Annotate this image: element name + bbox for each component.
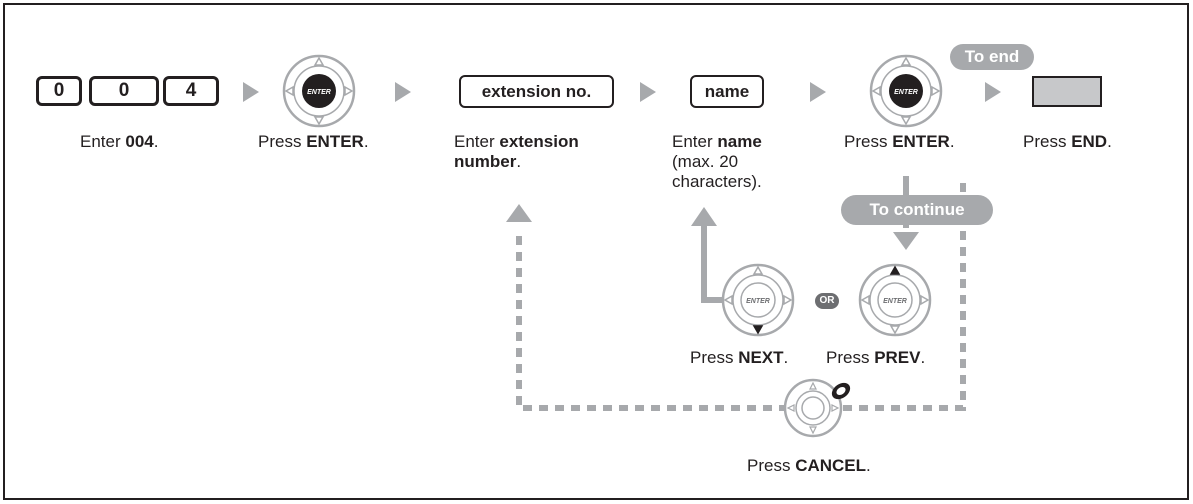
to-end-badge: To end	[950, 44, 1034, 70]
enter-button-icon: ENTER	[869, 54, 943, 128]
next-arrowhead	[691, 207, 717, 226]
cancel-navigator-icon	[783, 378, 843, 438]
step-enter-extension-label: Enter extension number.	[454, 132, 579, 171]
end-key-icon	[1032, 76, 1102, 107]
press-cancel-label: Press CANCEL.	[747, 456, 871, 475]
cancel-return-path	[516, 176, 966, 411]
extension-number-box: extension no.	[459, 75, 614, 108]
digit-key: 0	[89, 76, 159, 106]
press-prev-label: Press PREV.	[826, 348, 926, 367]
enter-button-text: ENTER	[746, 298, 770, 305]
step-enter-004-label: Enter 004.	[80, 132, 159, 151]
continue-arrowhead	[893, 232, 919, 250]
cancel-key-icon	[831, 382, 851, 400]
arrow-right-icon	[640, 82, 656, 102]
step-press-enter-label: Press ENTER.	[258, 132, 369, 151]
step-press-enter-label: Press ENTER.	[844, 132, 955, 151]
name-box: name	[690, 75, 764, 108]
press-next-label: Press NEXT.	[690, 348, 789, 367]
or-badge: OR	[815, 293, 839, 309]
arrow-right-icon	[985, 82, 1001, 102]
arrow-right-icon	[243, 82, 259, 102]
step-enter-name-label: Enter name (max. 20 characters).	[672, 132, 762, 191]
next-navigator-icon: ENTER	[721, 263, 795, 337]
dashed-arrowhead	[506, 204, 532, 222]
enter-button-text: ENTER	[883, 298, 907, 305]
diagram-frame	[3, 3, 1189, 500]
prev-navigator-icon: ENTER	[858, 263, 932, 337]
digit-key: 0	[36, 76, 82, 106]
step-press-end-label: Press END.	[1023, 132, 1112, 151]
arrow-right-icon	[810, 82, 826, 102]
enter-button-text: ENTER	[307, 89, 331, 96]
digit-key: 4	[163, 76, 219, 106]
arrow-right-icon	[395, 82, 411, 102]
enter-button-icon: ENTER	[282, 54, 356, 128]
to-continue-badge: To continue	[841, 195, 993, 225]
enter-button-text: ENTER	[894, 89, 918, 96]
